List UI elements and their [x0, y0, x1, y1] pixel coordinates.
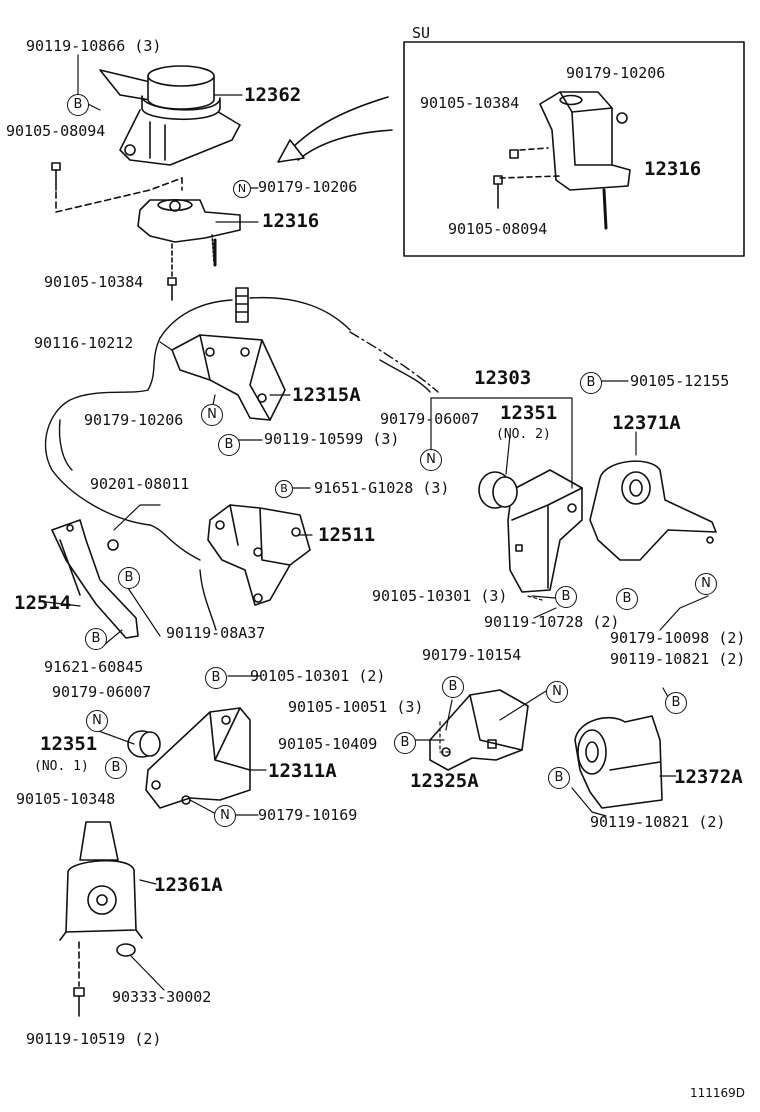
part-number-12371A[interactable]: 12371A — [612, 412, 681, 434]
part-12362-mount — [99, 65, 241, 166]
part-number-12351-no1[interactable]: 12351 — [40, 733, 98, 755]
part-number-12361A[interactable]: 12361A — [154, 874, 223, 896]
bolt-callout-marker: B — [105, 757, 127, 779]
part-qualifier-no1: (NO. 1) — [34, 759, 89, 774]
bolt-callout-marker: B — [665, 692, 687, 714]
part-12361A-mount — [59, 821, 143, 941]
inset-pointer-arrow — [277, 96, 393, 163]
part-number-90119-10821-top[interactable]: 90119-10821 (2) — [610, 650, 746, 668]
part-number-90119-10599[interactable]: 90119-10599 (3) — [264, 430, 400, 448]
part-number-90119-08A37[interactable]: 90119-08A37 — [166, 624, 266, 642]
nut-callout-marker: N — [201, 404, 223, 426]
leader-lines — [45, 54, 709, 991]
stud-90116-10212 — [235, 287, 249, 323]
inset-part-number-12316[interactable]: 12316 — [644, 158, 702, 180]
inset-part-number-90105-08094[interactable]: 90105-08094 — [448, 220, 548, 238]
nut-callout-marker: N — [420, 449, 442, 471]
bolt-callout-marker: B — [205, 667, 227, 689]
part-12511-bracket — [207, 504, 311, 606]
part-12372A-mount — [574, 715, 663, 809]
part-number-12303[interactable]: 12303 — [474, 367, 532, 389]
bolt-callout-marker: B — [218, 434, 240, 456]
leader-dash-bolt — [55, 177, 183, 213]
part-12315A-bracket — [171, 334, 286, 421]
nut-callout-marker: N — [233, 180, 251, 198]
nut-callout-marker: N — [214, 805, 236, 827]
part-12351-no2 — [478, 471, 518, 509]
bolt-callout-marker: B — [85, 628, 107, 650]
part-number-90105-12155[interactable]: 90105-12155 — [630, 372, 730, 390]
part-number-12316[interactable]: 12316 — [262, 210, 320, 232]
bolt-90105-10384 — [167, 277, 177, 301]
part-number-90105-10301-3[interactable]: 90105-10301 (3) — [372, 587, 508, 605]
part-number-90105-08094[interactable]: 90105-08094 — [6, 122, 106, 140]
engine-outline — [44, 296, 439, 631]
part-number-90179-10206[interactable]: 90179-10206 — [258, 178, 358, 196]
part-number-90105-10348[interactable]: 90105-10348 — [16, 790, 116, 808]
part-number-90105-10409[interactable]: 90105-10409 — [278, 735, 378, 753]
part-number-12351-no2[interactable]: 12351 — [500, 402, 558, 424]
su-inset-label: SU — [412, 24, 430, 42]
bolt-90105-08094 — [51, 162, 61, 191]
part-90333-30002 — [116, 943, 136, 957]
inset-12316-bracket — [493, 91, 631, 230]
part-number-12511[interactable]: 12511 — [318, 524, 376, 546]
part-number-90333-30002[interactable]: 90333-30002 — [112, 988, 212, 1006]
nut-callout-marker: N — [695, 573, 717, 595]
bolt-callout-marker: B — [118, 567, 140, 589]
part-number-12372A[interactable]: 12372A — [674, 766, 743, 788]
part-12351-no1 — [127, 730, 161, 758]
part-number-91651-G1028[interactable]: 91651-G1028 (3) — [314, 479, 450, 497]
part-number-12315A[interactable]: 12315A — [292, 384, 361, 406]
figure-id: 111169D — [690, 1086, 746, 1100]
part-number-12311A[interactable]: 12311A — [268, 760, 337, 782]
part-number-90179-10098[interactable]: 90179-10098 (2) — [610, 629, 746, 647]
nut-callout-marker: N — [86, 710, 108, 732]
part-number-91621-60845[interactable]: 91621-60845 — [44, 658, 144, 676]
part-number-12362[interactable]: 12362 — [244, 84, 302, 106]
part-number-90105-10301-2[interactable]: 90105-10301 (2) — [250, 667, 386, 685]
bolt-callout-marker: B — [616, 588, 638, 610]
part-12316-bracket — [137, 183, 248, 267]
part-number-90119-10519[interactable]: 90119-10519 (2) — [26, 1030, 162, 1048]
inset-part-number-90105-10384[interactable]: 90105-10384 — [420, 94, 520, 112]
part-12514-stay — [51, 519, 139, 639]
inset-part-number-90179-10206[interactable]: 90179-10206 — [566, 64, 666, 82]
part-number-12325A[interactable]: 12325A — [410, 770, 479, 792]
part-number-90105-10051[interactable]: 90105-10051 (3) — [288, 698, 424, 716]
part-number-90119-10728[interactable]: 90119-10728 (2) — [484, 613, 620, 631]
bolt-callout-marker: B — [580, 372, 602, 394]
part-number-90179-06007-b[interactable]: 90179-06007 — [52, 683, 152, 701]
part-number-90105-10384[interactable]: 90105-10384 — [44, 273, 144, 291]
part-number-90179-10206-b[interactable]: 90179-10206 — [84, 411, 184, 429]
part-number-90179-10154[interactable]: 90179-10154 — [422, 646, 522, 664]
part-number-90116-10212[interactable]: 90116-10212 — [34, 334, 134, 352]
bolt-90119-10519 — [73, 987, 85, 1017]
part-number-90179-10169[interactable]: 90179-10169 — [258, 806, 358, 824]
part-number-90119-10821-bottom[interactable]: 90119-10821 (2) — [590, 813, 726, 831]
part-number-12514[interactable]: 12514 — [14, 592, 72, 614]
part-90201-08011 — [107, 539, 119, 551]
part-12303-bracket — [507, 469, 583, 593]
bolt-callout-marker: B — [394, 732, 416, 754]
part-qualifier-no2: (NO. 2) — [496, 427, 551, 442]
part-number-90179-06007[interactable]: 90179-06007 — [380, 410, 480, 428]
part-number-90119-10866[interactable]: 90119-10866 (3) — [26, 37, 162, 55]
bolt-callout-marker: B — [275, 480, 293, 498]
su-inset-box — [403, 41, 745, 257]
bolt-callout-marker: B — [548, 767, 570, 789]
nut-callout-marker: N — [546, 681, 568, 703]
part-12371A-mount — [589, 460, 717, 561]
part-number-90201-08011[interactable]: 90201-08011 — [90, 475, 190, 493]
bolt-callout-marker: B — [555, 586, 577, 608]
part-12325A-bracket — [429, 689, 529, 771]
bolt-callout-marker: B — [442, 676, 464, 698]
part-12311A-bracket — [145, 707, 251, 809]
bolt-callout-marker: B — [67, 94, 89, 116]
